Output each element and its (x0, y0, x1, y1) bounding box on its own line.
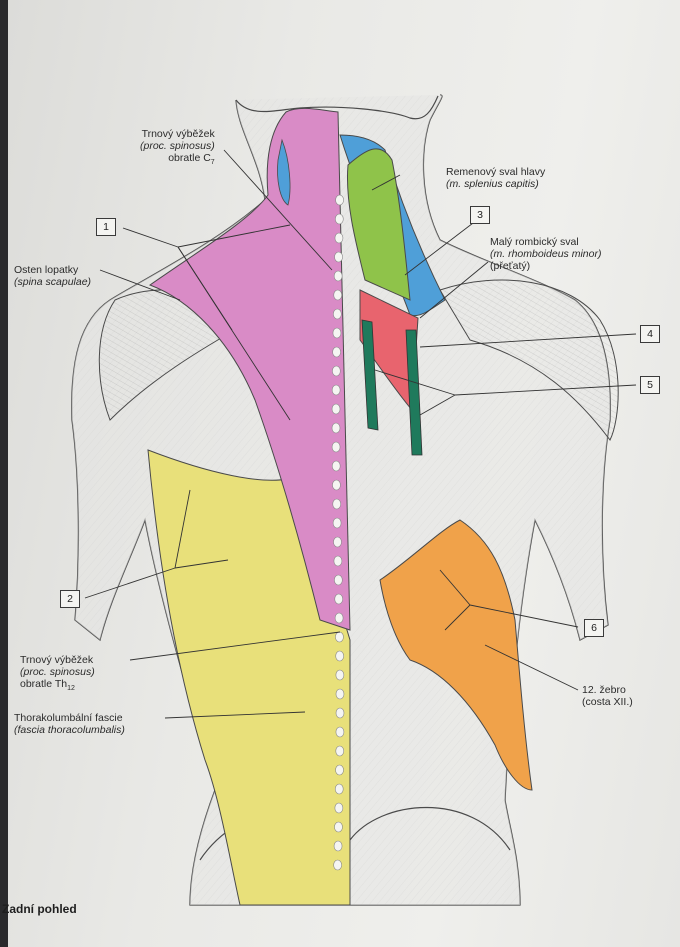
label-spinous-c7: Trnový výběžek (proc. spinosus) obratle … (140, 128, 215, 167)
vertebra-spinous-process (334, 802, 344, 814)
leader-lines (84, 149, 637, 719)
trapezius-muscle (148, 107, 351, 631)
number-box-5: 5 (640, 376, 660, 394)
vertebra-spinous-process (331, 441, 341, 453)
right-deltoid (439, 279, 619, 441)
vertebra-spinous-process (335, 707, 345, 719)
number-box-3: 3 (470, 206, 490, 224)
vertebra-spinous-process (331, 422, 341, 434)
splenius-muscle (346, 148, 411, 301)
number-box-6: 6 (584, 619, 604, 637)
vertebra-spinous-process (333, 536, 342, 548)
vertebra-spinous-process (332, 498, 342, 510)
vertebra-spinous-process (333, 859, 342, 871)
label-rib12: 12. žebro (costa XII.) (582, 684, 633, 708)
view-caption: Zadní pohled (2, 902, 77, 916)
neck-collar (235, 95, 439, 120)
vertebra-spinous-process (334, 612, 344, 624)
vertebra-spinous-process (335, 764, 344, 776)
vertebra-spinous-process (335, 631, 344, 643)
label-spinous-th12: Trnový výběžek (proc. spinosus) obratle … (20, 654, 95, 693)
vertebra-spinous-process (333, 840, 343, 852)
vertebra-spinous-process (331, 403, 341, 415)
vertebra-spinous-process (334, 783, 344, 795)
vertebra-spinous-process (334, 574, 343, 586)
vertebra-spinous-process (333, 308, 342, 320)
vertebra-spinous-process (334, 251, 343, 263)
label-spina-scapulae: Osten lopatky (spina scapulae) (14, 264, 92, 288)
vertebra-spinous-process (331, 460, 341, 472)
vertebra-spinous-process (334, 821, 343, 833)
vertebra-spinous-process (334, 593, 344, 605)
vertebra-spinous-process (335, 669, 345, 681)
vertebra-spinous-process (331, 384, 341, 396)
vertebra-spinous-process (332, 327, 342, 339)
serratus-left-strip (361, 319, 379, 431)
number-box-4: 4 (640, 325, 660, 343)
vertebra-spinous-process (335, 688, 345, 700)
label-rhomboid-minor: Malý rombický sval (m. rhomboideus minor… (490, 236, 602, 272)
vertebra-spinous-process (335, 194, 344, 206)
number-box-2: 2 (60, 590, 80, 608)
vertebra-spinous-process (335, 726, 345, 738)
number-box-1: 1 (96, 218, 116, 236)
vertebra-spinous-process (335, 650, 344, 662)
vertebra-spinous-process (334, 232, 344, 244)
serratus-right-strip (405, 329, 423, 456)
vertebra-spinous-process (333, 555, 343, 567)
vertebra-spinous-process (332, 365, 341, 377)
vertebra-spinous-process (332, 479, 341, 491)
vertebra-spinous-process (332, 517, 342, 529)
latissimus-muscle (147, 449, 351, 906)
vertebra-spinous-process (335, 213, 344, 225)
levator-left (277, 138, 291, 206)
label-fascia: Thorakolumbální fascie (fascia thoracolu… (14, 712, 125, 736)
vertebra-spinous-process (332, 346, 341, 358)
label-splenius: Remenový sval hlavy (m. splenius capitis… (446, 166, 546, 190)
oblique-muscle (379, 519, 533, 791)
spinal-column (331, 194, 345, 871)
vertebra-spinous-process (333, 289, 343, 301)
vertebra-spinous-process (335, 745, 345, 757)
vertebra-spinous-process (333, 270, 343, 282)
